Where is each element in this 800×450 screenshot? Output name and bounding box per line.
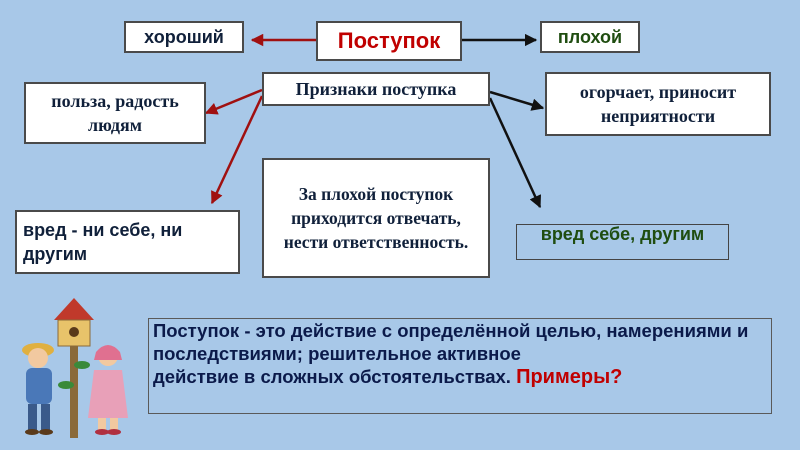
deed-title: Поступок — [337, 28, 441, 53]
benefit-box: польза, радость людям — [24, 82, 206, 144]
benefit-text: польза, радость людям — [51, 91, 179, 135]
good-harm-text: вред - ни себе, ни другим — [23, 220, 183, 264]
arrow-to-good-harm — [210, 95, 264, 205]
kids-birdhouse-illustration — [22, 298, 128, 438]
definition-box: Поступок - это действие с определённой ц… — [148, 318, 772, 414]
bad-box: плохой — [540, 21, 640, 53]
responsibility-text: За плохой поступок приходится отвечать, … — [283, 184, 469, 252]
bad-harm-box: вред себе, другим — [516, 224, 729, 260]
responsibility-box: За плохой поступок приходится отвечать, … — [262, 158, 490, 278]
bad-effect-text: огорчает, приносит неприятности — [579, 82, 737, 126]
signs-box: Признаки поступка — [262, 72, 490, 106]
arrow-to-bad-harm — [488, 97, 542, 209]
bad-label: плохой — [557, 26, 623, 47]
definition-text-2: действие в сложных обстоятельствах. — [153, 366, 517, 387]
bad-effect-box: огорчает, приносит неприятности — [545, 72, 771, 136]
good-label: хороший — [144, 26, 224, 47]
good-harm-box: вред - ни себе, ни другим — [15, 210, 240, 274]
signs-title: Признаки поступка — [295, 78, 457, 99]
arrow-to-bad-effect — [489, 90, 545, 111]
arrow-to-benefit — [204, 88, 263, 115]
examples-prompt: Примеры? — [516, 366, 623, 388]
good-box: хороший — [124, 21, 244, 53]
deed-box: Поступок — [316, 21, 462, 61]
definition-text-1: Поступок - это действие с определённой ц… — [153, 320, 749, 364]
bad-harm-text: вред себе, другим — [540, 224, 705, 244]
